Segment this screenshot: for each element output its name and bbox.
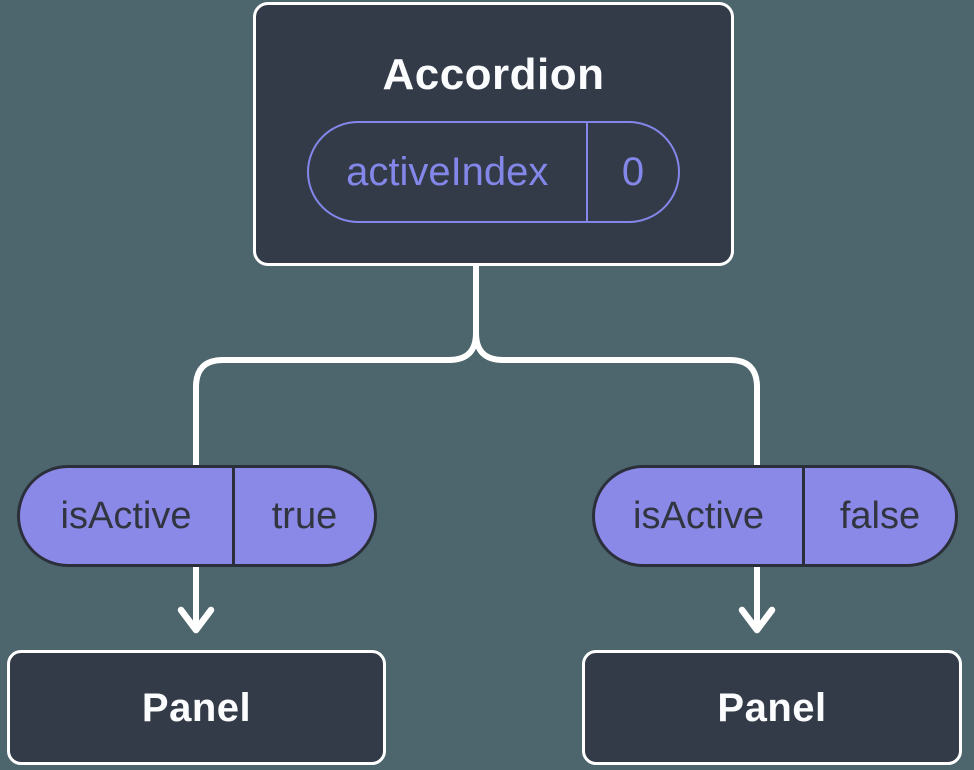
state-pill-divider [585,123,588,221]
panel-node-title: Panel [717,685,827,730]
state-name-label: activeIndex [346,150,549,194]
prop-name-label: isActive [60,495,192,537]
accordion-node-title: Accordion [382,50,605,99]
panel-node-left: Panel [7,650,386,765]
connector-root-to-left-child [193,263,479,629]
prop-pill-divider [802,468,805,564]
prop-pill-divider [232,468,235,564]
prop-pill-is-active-false: isActive false [592,465,958,567]
panel-node-right: Panel [582,650,962,765]
connector-root-to-right-child [473,263,760,629]
arrowhead-right-icon [738,606,776,634]
state-value-label: 0 [621,150,645,194]
prop-pill-is-active-true: isActive true [17,465,377,567]
prop-value-label: true [271,495,338,537]
arrowhead-left-icon [177,606,215,634]
prop-name-label: isActive [633,495,764,537]
prop-value-label: false [839,495,921,537]
state-pill-active-index: activeIndex 0 [307,121,680,223]
panel-node-title: Panel [141,685,252,730]
accordion-node: Accordion activeIndex 0 [253,2,734,266]
